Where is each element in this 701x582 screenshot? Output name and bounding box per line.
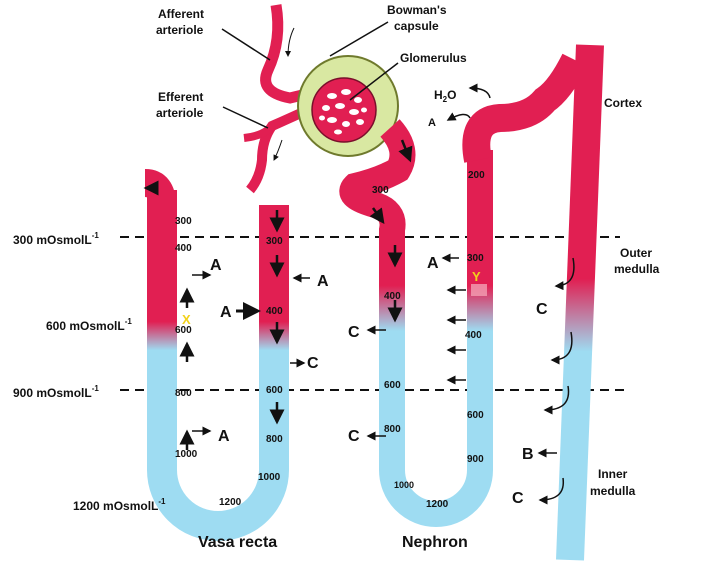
efferent-label-2: arteriole <box>156 106 204 120</box>
nephron-title: Nephron <box>402 534 468 551</box>
water-label: H2O <box>434 88 456 104</box>
marker-a-nephron-2: A <box>428 117 436 129</box>
bowman-label-1: Bowman's <box>387 3 447 17</box>
nephron-desc-1: 600 <box>384 380 401 391</box>
efferent-branch <box>243 125 273 142</box>
vasa-desc-2: 600 <box>175 325 192 336</box>
vasa-side-arrows <box>192 270 310 436</box>
vasa-recta-values: 300 400 600 800 1000 1200 300 400 600 80… <box>175 216 283 508</box>
marker-a-vasa-2: A <box>218 428 230 445</box>
nephron-desc-2: 800 <box>384 424 401 435</box>
nephron-asc-0: 300 <box>467 253 484 264</box>
marker-c-duct-2: C <box>512 490 524 507</box>
osmolarity-300: 300 mOsmolL-1 <box>13 231 99 247</box>
afferent-label-1: Afferent <box>158 7 204 21</box>
bowman-label-2: capsule <box>394 19 439 33</box>
marker-c-nephron-2: C <box>348 428 360 445</box>
nephron-pct-second: 200 <box>468 170 485 181</box>
distal-tubule <box>462 53 588 163</box>
nephron-loop <box>379 150 493 527</box>
vasa-recta-title: Vasa recta <box>198 534 277 551</box>
outer-medulla-label-1: Outer <box>620 246 652 260</box>
afferent-arteriole <box>260 4 317 104</box>
marker-y-box <box>471 284 487 296</box>
osmolarity-1200: 1200 mOsmolL-1 <box>73 497 166 513</box>
vasa-asc-3: 800 <box>266 434 283 445</box>
vasa-desc-3: 800 <box>175 388 192 399</box>
collecting-duct-arrows <box>537 257 575 505</box>
osmolarity-900: 900 mOsmolL-1 <box>13 384 99 400</box>
efferent-label-1: Efferent <box>158 90 203 104</box>
osmolarity-600: 600 mOsmolL-1 <box>46 317 132 333</box>
glomerulus <box>311 77 377 143</box>
vasa-asc-1: 400 <box>266 306 283 317</box>
cortex-label: Cortex <box>604 96 642 110</box>
nephron-asc-3: 900 <box>467 454 484 465</box>
nephron-flow-arrows <box>369 139 413 323</box>
marker-x: X <box>182 312 191 327</box>
vasa-asc-0: 300 <box>266 236 283 247</box>
marker-y: Y <box>472 269 481 284</box>
arteriole-flow-arrows <box>273 27 295 161</box>
marker-a-nephron-1: A <box>427 255 439 272</box>
efferent-arteriole <box>246 103 315 194</box>
nephron-values: 300 200 400 600 800 1000 1200 300 400 60… <box>372 170 485 510</box>
nephron-bottom: 1200 <box>426 499 449 510</box>
vasa-asc-2: 600 <box>266 385 283 396</box>
marker-a-vasa-4: A <box>220 304 232 321</box>
nephron-desc-0: 400 <box>384 291 401 302</box>
vasa-flow-arrows <box>143 180 285 450</box>
inner-medulla-label-2: medulla <box>590 484 636 498</box>
marker-c-nephron-1: C <box>348 324 360 341</box>
collecting-duct <box>556 44 604 561</box>
outer-medulla-label-2: medulla <box>614 262 660 276</box>
vasa-desc-0: 300 <box>175 216 192 227</box>
label-leaders <box>221 21 399 129</box>
glomerulus-label: Glomerulus <box>400 51 467 65</box>
vasa-bottom: 1200 <box>219 497 242 508</box>
nephron-desc-3: 1000 <box>394 480 414 490</box>
vasa-desc-1: 400 <box>175 243 192 254</box>
afferent-label-2: arteriole <box>156 23 204 37</box>
vasa-asc-4: 1000 <box>258 472 281 483</box>
nephron-side-arrows <box>366 83 491 441</box>
inner-medulla-label-1: Inner <box>598 467 628 481</box>
marker-c-duct-1: C <box>536 301 548 318</box>
nephron-asc-1: 400 <box>465 330 482 341</box>
vasa-desc-4: 1000 <box>175 449 198 460</box>
marker-a-vasa-3: A <box>317 273 329 290</box>
marker-b-duct: B <box>522 446 534 463</box>
nephron-pct-top: 300 <box>372 185 389 196</box>
nephron-asc-2: 600 <box>467 410 484 421</box>
vasa-recta-loop <box>147 190 289 541</box>
marker-a-vasa-1: A <box>210 257 222 274</box>
marker-c-vasa: C <box>307 355 319 372</box>
glomerulus-capillaries <box>319 89 367 135</box>
